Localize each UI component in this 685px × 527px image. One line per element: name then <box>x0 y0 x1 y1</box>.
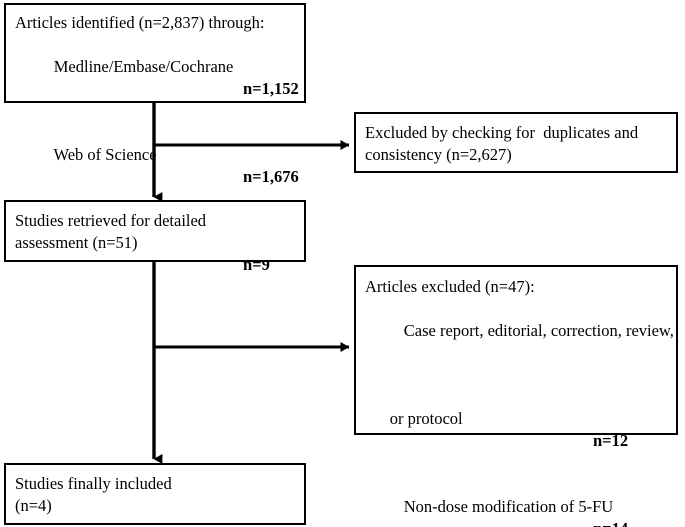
box-excluded-reasons-row: Case report, editorial, correction, revi… <box>365 298 674 386</box>
box-excluded-duplicates: Excluded by checking for duplicates and … <box>354 112 678 173</box>
box-excluded-reasons-row-count: n=14 <box>593 518 628 527</box>
box-excluded-duplicates-line: consistency (n=2,627) <box>365 145 512 164</box>
box-included-line: (n=4) <box>15 496 52 515</box>
box-excluded-reasons-row: or protocol n=12 <box>365 386 667 474</box>
box-excluded-reasons-row-label: Case report, editorial, correction, revi… <box>403 321 674 340</box>
box-excluded-reasons-row: Non-dose modification of 5-FU n=14 <box>365 474 667 527</box>
box-retrieved-line: Studies retrieved for detailed <box>15 211 207 230</box>
box-identified-row-label: Medline/Embase/Cochrane <box>53 57 234 76</box>
box-excluded-reasons-row-label: or protocol <box>389 409 463 428</box>
box-identified-row-count: n=1,676 <box>243 167 299 186</box>
box-excluded-reasons-row-label: Non-dose modification of 5-FU <box>403 497 614 516</box>
box-excluded-reasons-row-count: n=12 <box>593 431 629 450</box>
box-identified-row-count: n=1,152 <box>243 79 299 98</box>
box-identified-row: Medline/Embase/Cochrane n=1,152 <box>15 34 299 122</box>
box-articles-identified: Articles identified (n=2,837) through: M… <box>4 3 306 274</box>
box-studies-included: Studies finally included (n=4) <box>4 463 306 525</box>
box-excluded-duplicates-line: Excluded by checking for duplicates and <box>365 123 639 142</box>
box-identified-header: Articles identified (n=2,837) through: <box>15 13 265 32</box>
box-excluded-reasons-header: Articles excluded (n=47): <box>365 277 535 296</box>
box-studies-retrieved: Studies retrieved for detailed assessmen… <box>4 200 306 262</box>
box-identified-row: Web of Science n=1,676 <box>15 122 298 210</box>
box-identified-row-label: Web of Science <box>53 145 157 164</box>
box-articles-excluded-reasons: Articles excluded (n=47): Case report, e… <box>354 265 678 527</box>
box-included-line: Studies finally included <box>15 474 172 493</box>
box-retrieved-line: assessment (n=51) <box>15 233 138 252</box>
